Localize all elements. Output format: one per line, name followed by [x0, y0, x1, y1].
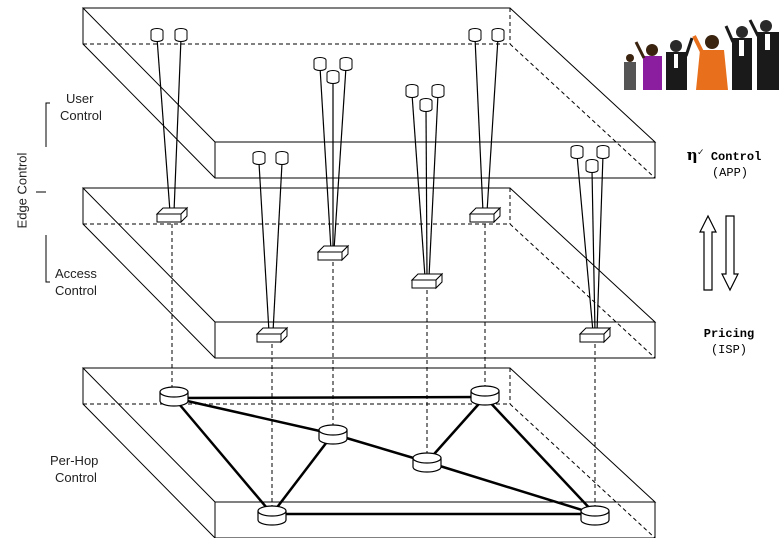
core-router-icon [470, 385, 500, 406]
access-control-line-2: Control [55, 283, 97, 298]
core-links [173, 395, 596, 516]
edge-router-icon [411, 273, 443, 289]
host-links [156, 37, 604, 333]
edge-router-icon [317, 245, 349, 261]
user-control-line-1: User [66, 91, 94, 106]
plane-access-control [81, 187, 657, 359]
host-icon [468, 28, 482, 42]
core-router-icon [318, 424, 348, 445]
control-title: Control [710, 150, 762, 164]
host-icon [150, 28, 164, 42]
pricing-title: Pricing [703, 327, 755, 341]
people-clipart-icon [621, 19, 781, 92]
edge-control-label: Edge Control [14, 152, 30, 229]
control-sub: (APP) [711, 166, 748, 180]
edge-router-icon [156, 207, 188, 223]
host-icon [339, 57, 353, 71]
access-control-line-1: Access [55, 266, 97, 281]
host-icon [419, 98, 433, 112]
per-hop-control-line-1: Per-Hop [50, 453, 99, 468]
core-router-icon [580, 505, 610, 526]
edge-control-bracket [36, 102, 50, 283]
edge-router-icon [469, 207, 501, 223]
core-router-icon [412, 452, 442, 473]
per-hop-control-line-2: Control [55, 470, 97, 485]
host-icon [491, 28, 505, 42]
host-icon [585, 159, 599, 173]
per-hop-control-label: Per-Hop Control [50, 452, 98, 486]
plane-per-hop-control [81, 367, 657, 538]
host-icon [313, 57, 327, 71]
host-icon [431, 84, 445, 98]
plane-user-control [81, 7, 657, 179]
host-icon [252, 151, 266, 165]
host-icon [405, 84, 419, 98]
host-icon [596, 145, 610, 159]
core-router-icon [257, 505, 287, 526]
control-app-label: η✓ Control (APP) [666, 146, 782, 181]
host-icon [174, 28, 188, 42]
eta-symbol: η [686, 146, 698, 164]
up-arrow-icon [699, 214, 717, 291]
dashed-connectors [171, 224, 596, 508]
edge-router-icon [579, 327, 611, 343]
host-icon [326, 70, 340, 84]
pricing-isp-label: Pricing (ISP) [666, 326, 782, 358]
user-control-line-2: Control [60, 108, 102, 123]
user-control-label: User Control [60, 90, 102, 124]
pricing-sub: (ISP) [710, 343, 747, 357]
edge-router-icon [256, 327, 288, 343]
host-icon [275, 151, 289, 165]
access-control-label: Access Control [55, 265, 97, 299]
down-arrow-icon [721, 215, 739, 292]
core-router-icon [159, 386, 189, 407]
host-icon [570, 145, 584, 159]
